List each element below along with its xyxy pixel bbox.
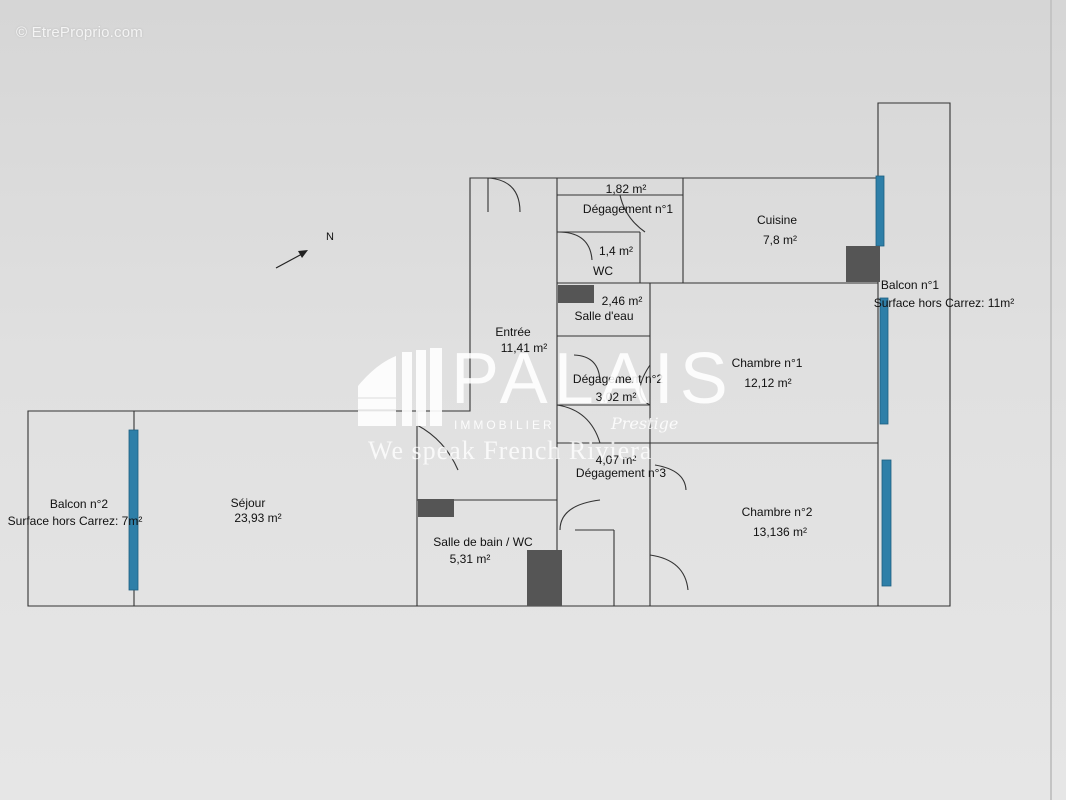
degagement2-name: Dégagement n°2 bbox=[572, 372, 664, 386]
copyright-notice: © EtreProprio.com bbox=[16, 24, 143, 41]
balcon1-name: Balcon n°1 bbox=[880, 278, 940, 292]
duct-salle-bain-2 bbox=[527, 550, 562, 606]
entree-area: 11,41 m² bbox=[500, 341, 548, 355]
balcon1-note: Surface hors Carrez: 11m² bbox=[873, 296, 1015, 310]
degagement3-name: Dégagement n°3 bbox=[575, 466, 667, 480]
door-sejour bbox=[416, 424, 459, 471]
salle-eau-name: Salle d'eau bbox=[574, 309, 634, 323]
salle-bain-name: Salle de bain / WC bbox=[433, 535, 533, 549]
north-label: N bbox=[326, 231, 334, 243]
degagement1-name: Dégagement n°1 bbox=[582, 202, 674, 216]
sejour-area: 23,93 m² bbox=[234, 511, 282, 525]
window-chambre1 bbox=[879, 297, 889, 425]
door-wc bbox=[557, 231, 593, 261]
degagement3-area: 4,07 m² bbox=[595, 453, 637, 467]
wc-area: 1,4 m² bbox=[598, 244, 634, 258]
entree-name: Entrée bbox=[495, 325, 531, 339]
chambre1-name: Chambre n°1 bbox=[731, 356, 803, 370]
window-cuisine bbox=[875, 175, 885, 247]
door-salle-eau bbox=[573, 354, 601, 384]
door-chambre2 bbox=[649, 554, 689, 591]
door-degagement3 bbox=[654, 464, 687, 491]
balcon2-note: Surface hors Carrez: 7m² bbox=[7, 514, 143, 528]
salle-eau-area: 2,46 m² bbox=[601, 294, 643, 308]
door-degagement2 bbox=[556, 404, 601, 444]
chambre1-area: 12,12 m² bbox=[744, 376, 792, 390]
degagement1-area: 1,82 m² bbox=[605, 182, 647, 196]
salle-bain-area: 5,31 m² bbox=[449, 552, 491, 566]
chambre2-area: 13,136 m² bbox=[752, 525, 808, 539]
cuisine-area: 7,8 m² bbox=[762, 233, 798, 247]
door-salle-bain bbox=[559, 499, 601, 531]
cuisine-name: Cuisine bbox=[756, 213, 798, 227]
sheet-edge bbox=[1050, 0, 1052, 800]
balcon2-name: Balcon n°2 bbox=[49, 497, 109, 511]
sejour-name: Séjour bbox=[230, 496, 266, 510]
duct-salle-bain-1 bbox=[418, 499, 454, 517]
north-arrow-icon bbox=[275, 250, 308, 269]
duct-salle-eau bbox=[558, 285, 594, 303]
window-sejour bbox=[128, 429, 139, 591]
door-entree bbox=[487, 177, 521, 213]
door-chambre1 bbox=[639, 364, 651, 406]
chambre2-name: Chambre n°2 bbox=[741, 505, 813, 519]
window-chambre2 bbox=[881, 459, 892, 587]
duct-cuisine bbox=[846, 246, 880, 282]
door-degagement1 bbox=[619, 194, 646, 233]
wc-name: WC bbox=[593, 264, 613, 278]
degagement2-area: 3,02 m² bbox=[595, 390, 637, 404]
outer-wall bbox=[27, 102, 951, 607]
